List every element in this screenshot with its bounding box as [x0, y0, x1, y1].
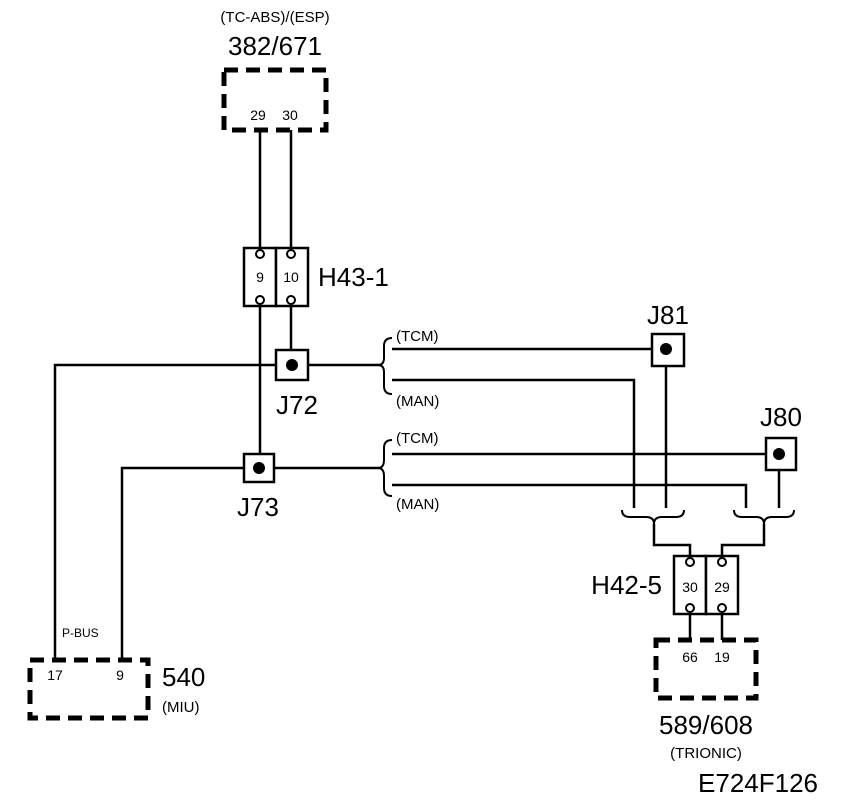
top-unit-pin-30: 30 [282, 107, 298, 123]
p-bus-label: P-BUS [62, 626, 99, 640]
wire-merge-to-h42-30 [652, 524, 692, 560]
miu-unit-subtitle: (MIU) [162, 699, 200, 716]
trionic-unit-box [653, 637, 759, 701]
right-merge-brace [733, 509, 795, 525]
j73-label: J73 [237, 492, 279, 522]
lower-branch-brace [377, 439, 393, 497]
upper-man-label: (MAN) [396, 393, 439, 410]
wire-upper-man [392, 378, 636, 508]
left-merge-brace [621, 509, 685, 525]
upper-tcm-label: (TCM) [396, 328, 438, 345]
junction-j73 [242, 452, 276, 484]
wire-lower-man [392, 483, 748, 508]
top-unit-box [221, 67, 329, 133]
figure-code: E724F126 [698, 768, 818, 798]
h43-label: H43-1 [318, 262, 389, 292]
lower-man-label: (MAN) [396, 496, 439, 513]
top-unit-pin-29: 29 [250, 107, 266, 123]
miu-pin-9: 9 [116, 667, 124, 683]
top-unit-subtitle: (TC-ABS)/(ESP) [220, 9, 329, 26]
junction-j72 [274, 348, 310, 382]
j72-label: J72 [276, 390, 318, 420]
connector-h42-5 [672, 554, 740, 616]
wire-j73-to-miu-9 [120, 466, 244, 660]
junction-j81 [650, 332, 686, 368]
trionic-unit-id: 589/608 [659, 710, 753, 740]
h43-pin-10: 10 [283, 269, 299, 285]
trionic-unit-subtitle: (TRIONIC) [670, 745, 742, 762]
miu-pin-17: 17 [47, 667, 63, 683]
miu-unit-id: 540 [162, 662, 205, 692]
h42-pin-30: 30 [682, 579, 698, 595]
junction-j80 [764, 436, 798, 472]
j80-label: J80 [760, 402, 802, 432]
wire-merge-to-h42-29 [720, 524, 766, 560]
h42-pin-29: 29 [714, 579, 730, 595]
wire-j72-to-miu-17 [53, 363, 276, 660]
trionic-pin-66: 66 [682, 649, 698, 665]
j81-label: J81 [647, 300, 689, 330]
h42-label: H42-5 [591, 570, 662, 600]
top-unit-id: 382/671 [228, 31, 322, 61]
connector-h43-1 [242, 246, 310, 308]
trionic-pin-19: 19 [714, 649, 730, 665]
lower-tcm-label: (TCM) [396, 430, 438, 447]
h43-pin-9: 9 [256, 269, 264, 285]
upper-branch-brace [377, 337, 393, 395]
